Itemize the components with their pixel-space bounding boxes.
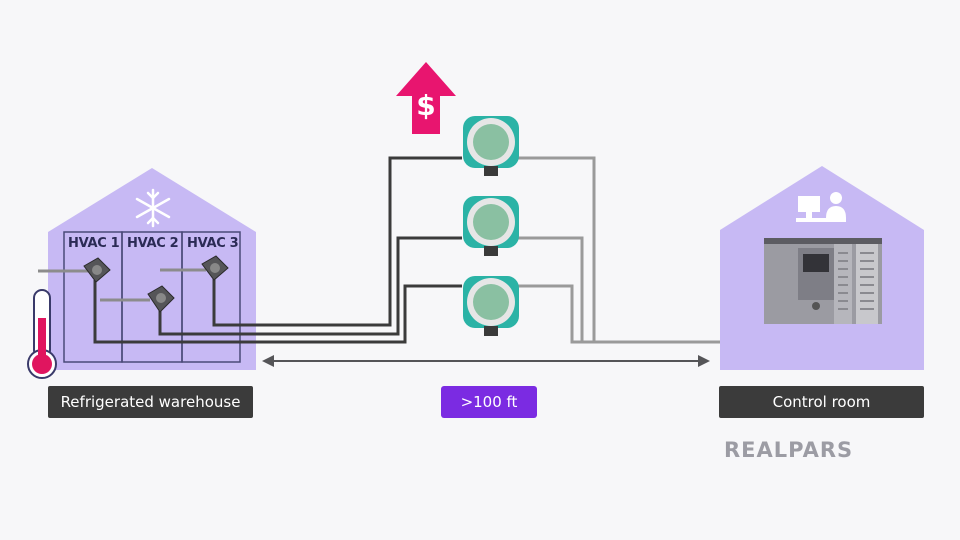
temperature-sensor-1 [38,257,111,283]
plc-icon [764,238,882,324]
snowflake-icon [135,188,171,228]
distance-label: >100 ft [441,386,537,418]
dollar-up-arrow-icon: $ [396,62,456,134]
hvac-zone-2-label: HVAC 2 [127,236,179,251]
sensor-wiring [93,156,462,344]
thermometer-icon [27,289,57,379]
realpars-logo: REALPARS [724,438,854,462]
transmitter-1 [463,116,519,176]
temperature-sensor-3 [160,255,229,281]
svg-text:$: $ [416,89,435,122]
transmitter-2 [463,196,519,256]
hvac-zones [63,231,241,363]
transmitter-3 [463,276,519,336]
temperature-sensor-2 [100,285,175,313]
hvac-zone-3-label: HVAC 3 [187,236,239,251]
hvac-zone-3-box [181,231,241,363]
distance-arrow [262,355,710,367]
warehouse-building [48,168,256,370]
hvac-zone-1-label: HVAC 1 [68,236,120,251]
operator-workstation-icon [796,192,846,222]
warehouse-caption: Refrigerated warehouse [48,386,253,418]
control-room-caption: Control room [719,386,924,418]
